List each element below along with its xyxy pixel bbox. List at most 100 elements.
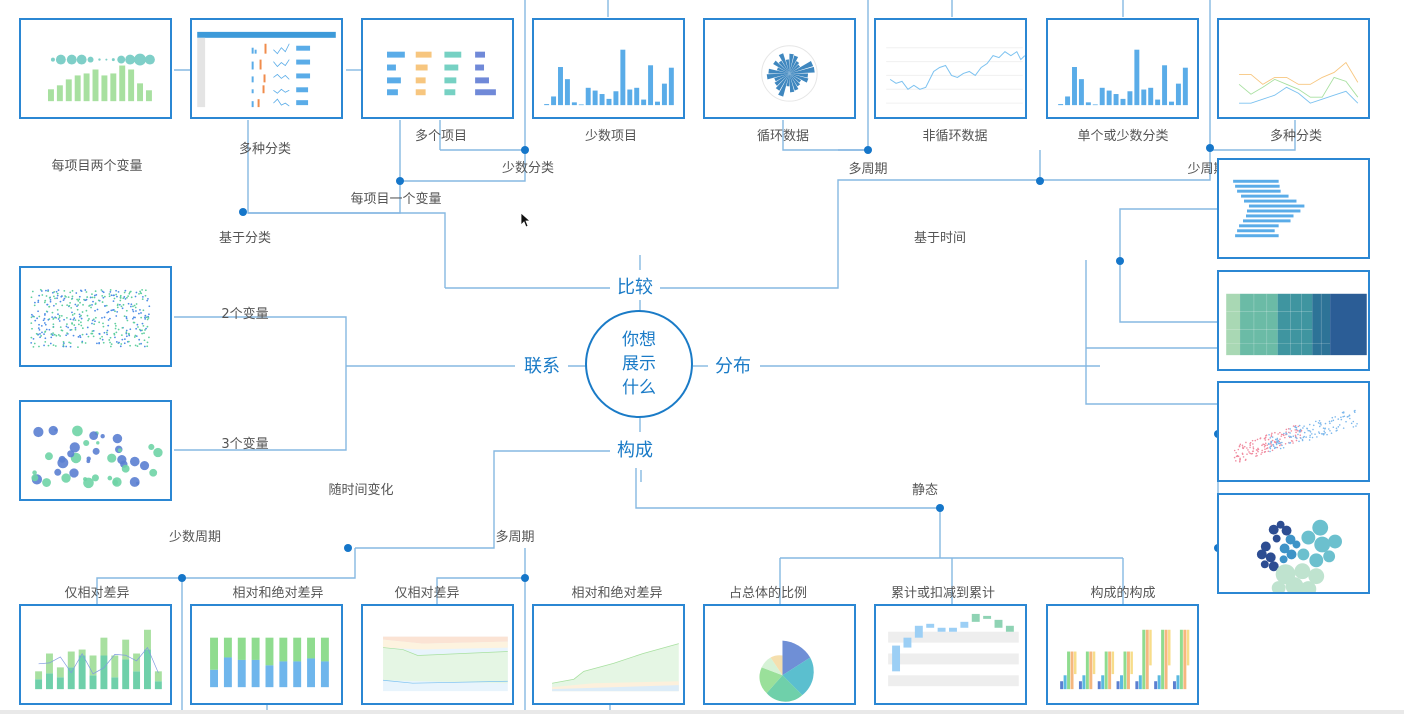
thumbnail-mark — [138, 292, 140, 295]
thumbnail-mark — [96, 308, 99, 311]
card-percent-area[interactable] — [361, 604, 514, 705]
card-bubble-three-vars[interactable] — [19, 400, 172, 501]
card-multi-line[interactable] — [1217, 18, 1370, 119]
thumbnail-mark — [45, 295, 48, 297]
thumbnail-mark — [114, 310, 116, 313]
thumbnail-mark — [320, 661, 329, 688]
card-bubble-cluster[interactable] — [1217, 493, 1370, 594]
thumbnail-mark — [668, 67, 674, 106]
branch-many-periods: 多周期 — [848, 162, 888, 177]
thumbnail-mark — [1254, 439, 1257, 442]
thumbnail-mark — [147, 297, 149, 300]
thumbnail-mark — [1326, 433, 1328, 436]
thumbnail-mark — [39, 336, 41, 339]
thumbnail-mark — [1310, 433, 1313, 435]
card-waterfall[interactable] — [874, 604, 1027, 705]
horizontal-scrollbar[interactable] — [0, 710, 1404, 714]
thumbnail-mark — [1281, 444, 1283, 447]
thumbnail-mark — [154, 681, 162, 690]
card-line-noncyclic[interactable] — [874, 18, 1027, 119]
thumbnail-mark — [994, 619, 1003, 628]
thumbnail-mark — [67, 651, 75, 668]
thumbnail-mark — [67, 667, 75, 690]
thumbnail-mark — [94, 303, 97, 306]
category-compare[interactable]: 比较 — [611, 277, 659, 299]
thumbnail-mark — [114, 325, 117, 327]
thumbnail-mark — [117, 328, 120, 331]
thumbnail-mark — [101, 301, 104, 303]
thumbnail-mark — [1308, 423, 1311, 426]
thumbnail-mark — [1123, 651, 1127, 690]
thumbnail-mark — [41, 331, 43, 334]
thumbnail-mark — [983, 615, 992, 619]
thumbnail-mark — [1297, 433, 1299, 436]
thumbnail-mark — [1340, 418, 1343, 421]
thumbnail-mark — [38, 345, 40, 348]
card-range-bars[interactable] — [1217, 158, 1370, 259]
card-nightingale-rose[interactable] — [703, 604, 856, 705]
thumbnail-mark — [38, 646, 159, 675]
thumbnail-mark — [105, 304, 108, 307]
card-scatter-distribution[interactable] — [1217, 381, 1370, 482]
thumbnail-mark — [106, 329, 109, 332]
category-relation[interactable]: 联系 — [518, 356, 566, 378]
card-bubble-bar-chart[interactable] — [19, 18, 172, 119]
card-rose-radar[interactable] — [703, 18, 856, 119]
thumbnail-mark — [81, 333, 84, 336]
thumbnail-mark — [1337, 426, 1340, 428]
card-scatter-two-vars[interactable] — [19, 266, 172, 367]
thumbnail-mark — [89, 655, 97, 676]
card-label: 多个项目 — [414, 129, 468, 144]
thumbnail-mark — [1329, 422, 1331, 425]
thumbnail-mark — [1274, 431, 1276, 434]
thumbnail-mark — [1161, 629, 1165, 690]
thumbnail-mark — [96, 342, 98, 345]
thumbnail-mark — [119, 345, 122, 348]
thumbnail-mark — [789, 73, 799, 91]
thumbnail-mark — [585, 87, 591, 106]
thumbnail-mark — [1308, 439, 1311, 441]
thumbnail-mark — [143, 332, 145, 335]
thumbnail-mark — [78, 315, 81, 318]
thumbnail-mark — [56, 667, 64, 678]
branch-static: 静态 — [911, 483, 939, 498]
category-composition[interactable]: 构成 — [611, 440, 659, 462]
thumbnail-mark — [102, 325, 105, 328]
card-stacked-area[interactable] — [532, 604, 685, 705]
category-distribution[interactable]: 分布 — [709, 356, 757, 378]
thumbnail-mark — [30, 313, 33, 316]
thumbnail-mark — [1267, 443, 1270, 446]
card-grouped-stacked[interactable] — [1046, 604, 1199, 705]
thumbnail-mark — [1241, 453, 1244, 455]
card-treemap[interactable] — [1217, 270, 1370, 371]
thumbnail-mark — [140, 316, 143, 319]
thumbnail-mark — [40, 334, 42, 337]
thumbnail-mark — [778, 73, 790, 97]
thumbnail-mark — [1342, 415, 1344, 418]
thumbnail-mark — [33, 426, 44, 438]
card-horizontal-bars[interactable] — [361, 18, 514, 119]
thumbnail-mark — [1309, 436, 1311, 438]
thumbnail-mark — [1317, 422, 1320, 424]
card-percent-stacked-column[interactable] — [190, 604, 343, 705]
thumbnail-mark — [91, 296, 94, 299]
thumbnail-mark — [133, 336, 136, 338]
thumbnail-mark — [1283, 432, 1285, 435]
thumbnail-mark — [54, 316, 57, 319]
thumbnail-mark — [1089, 651, 1093, 690]
thumbnail-mark — [139, 290, 142, 293]
card-stacked-column-line[interactable] — [19, 604, 172, 705]
thumbnail-mark — [1336, 429, 1338, 432]
card-column-few-items[interactable] — [532, 18, 685, 119]
card-column-single-category[interactable] — [1046, 18, 1199, 119]
thumbnail-mark — [56, 292, 59, 295]
line-thumbnail — [886, 47, 1025, 104]
thumbnail-mark — [44, 323, 47, 326]
thumbnail-mark — [789, 73, 809, 78]
thumbnail-mark — [63, 290, 66, 292]
card-table-sparklines[interactable] — [190, 18, 343, 119]
center-question-node[interactable]: 你想展示什么 — [585, 310, 693, 418]
thumbnail-mark — [1249, 446, 1251, 449]
thumbnail-mark — [48, 296, 51, 299]
thumbnail-mark — [86, 296, 89, 298]
